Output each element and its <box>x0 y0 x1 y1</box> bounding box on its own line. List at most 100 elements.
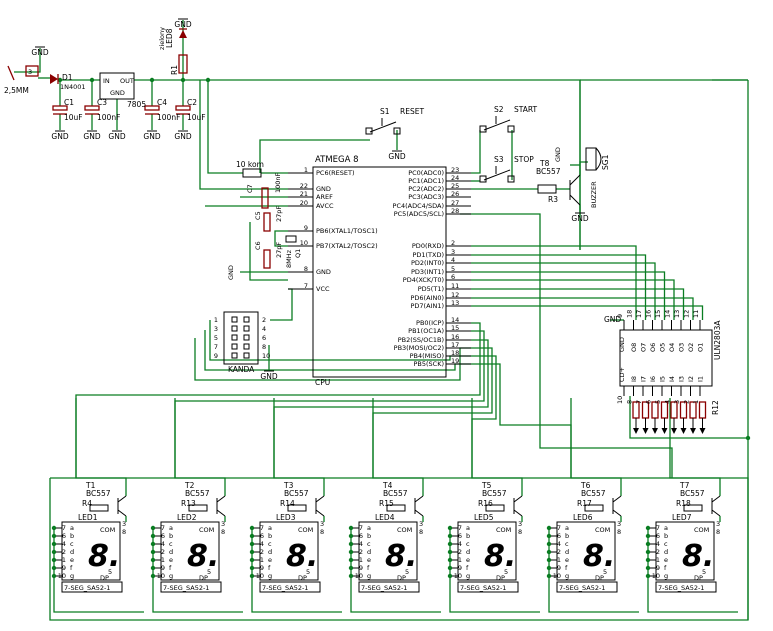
digit-seg-num: 2 <box>161 548 165 556</box>
digit-part: 7-SEG_SA52-1 <box>658 584 704 592</box>
kanda-pin-right: 8 <box>262 343 266 351</box>
uln-in-label: I4 <box>668 376 676 382</box>
digit-seg-name: c <box>664 540 668 548</box>
digit-seg-name: d <box>466 548 470 556</box>
kanda-pad <box>231 316 238 323</box>
digit-seg-num: 1 <box>359 556 363 564</box>
digit-seg-bus <box>548 528 639 613</box>
c7-body <box>261 187 269 209</box>
digit-seg-name: b <box>367 532 371 540</box>
uln-out-label: O7 <box>640 343 648 352</box>
diode-part: 1N4001 <box>60 83 86 91</box>
r12-arrow <box>680 428 687 434</box>
digit-seg-num: 1 <box>557 556 561 564</box>
reg-part: 7805 <box>127 100 146 109</box>
xtal-wires <box>274 230 288 247</box>
kanda-pad <box>231 334 238 341</box>
digit-seg-name: c <box>367 540 371 548</box>
q1-val: 8MHz <box>285 249 293 268</box>
pd-bus-wire <box>471 271 666 320</box>
r12-arrow <box>671 428 677 434</box>
digit-transistor-name: T4 <box>382 481 393 490</box>
mcu-right-pin-name: PC4(ADC4/SDA) <box>393 202 444 210</box>
digit-seg-num: 10 <box>256 572 264 580</box>
kanda-pin-left: 3 <box>214 325 218 333</box>
digit-seg-num: 4 <box>260 540 264 548</box>
digit-pin3: 3 <box>419 520 423 528</box>
digit-ctrl-wire <box>75 322 481 478</box>
digit-seg-name: c <box>70 540 74 548</box>
digit-part-frame <box>556 581 618 593</box>
uln-gnd-pin: GND <box>618 337 626 352</box>
digit-seg-num: 9 <box>161 564 165 572</box>
mcu-right-pin-name: PD2(INT0) <box>411 259 444 267</box>
mcu-right-pin-name: PB2(SS/OC1B) <box>398 336 444 344</box>
uln-in-label: I1 <box>697 376 705 382</box>
buzzer-horn <box>595 147 602 171</box>
clock-gnd-wire <box>249 222 288 281</box>
uln-in-label: I7 <box>640 376 648 382</box>
uln-top-num: 13 <box>673 310 681 318</box>
c6-label: C6 <box>254 241 262 250</box>
digit-seg-num: 10 <box>58 572 66 580</box>
digit-seg-name: e <box>466 556 470 564</box>
digit-part-frame <box>61 581 123 593</box>
digit-seg-num: 1 <box>656 556 660 564</box>
digit-transistor-collector <box>612 495 622 503</box>
r12-arrow <box>652 428 658 434</box>
c2-val: 10uF <box>187 113 206 122</box>
buzzer-gnd-label: GND <box>571 214 588 223</box>
kanda-pad <box>243 316 250 323</box>
digit-seg-name: d <box>664 548 668 556</box>
mcu-left-pin-num: 8 <box>304 265 308 273</box>
digit-dp: DP <box>496 574 505 582</box>
digit-ctrl-wire <box>273 339 489 478</box>
uln-bot-num: 3 <box>673 400 681 404</box>
uln-top-num: 9 <box>616 314 624 318</box>
s2-wire <box>471 130 481 174</box>
kanda-pin-left: 5 <box>214 334 218 342</box>
digit-transistor-collector <box>117 495 127 503</box>
c1-val: 10uF <box>64 113 83 122</box>
digit-transistor-emitter <box>117 509 127 517</box>
uln-out-label: O6 <box>649 343 657 352</box>
digit-transistor-emitter <box>216 509 226 517</box>
digit-base-resistor <box>89 504 109 512</box>
r12-arrow <box>661 428 668 434</box>
digit-seg-name: e <box>268 556 272 564</box>
mcu-left-pin-num: 21 <box>300 190 308 198</box>
digit-seg-name: f <box>169 564 172 572</box>
mcu-right-pin-num: 16 <box>451 333 459 341</box>
mcu-right-pin-name: PB3(MOSI/OC2) <box>394 344 444 352</box>
digit-seg-name: f <box>565 564 568 572</box>
kanda-pad <box>231 325 238 332</box>
pd-bus-wire <box>471 305 704 320</box>
digit-seg-num: 7 <box>656 524 660 532</box>
mcu-right-pin-name: PD0(RXD) <box>412 242 444 250</box>
reset-to-s1 <box>259 139 370 173</box>
digit-pin5: 5 <box>306 568 310 576</box>
digit-ctrl-wire <box>471 363 572 478</box>
c6-body <box>263 249 271 269</box>
digit-seg-name: e <box>169 556 173 564</box>
digit-seg-name: d <box>169 548 173 556</box>
uln-bot-num: 6 <box>645 400 653 404</box>
pd-bus-wire <box>471 279 675 320</box>
digit-pin5: 5 <box>207 568 211 576</box>
gnd-bus-left <box>199 80 288 190</box>
digit-seg-bus <box>647 528 738 613</box>
kanda-pad <box>231 343 238 350</box>
mcu-left-pin-name: PB6(XTAL1/TOSC1) <box>316 227 378 235</box>
mcu-right-pin-num: 23 <box>451 166 459 174</box>
led8-label: LED8 <box>165 28 174 48</box>
kanda-pad <box>243 352 250 359</box>
digit-seg-num: 9 <box>62 564 66 572</box>
digit-seg-num: 10 <box>157 572 165 580</box>
digit-seg-num: 10 <box>454 572 462 580</box>
pd-bus-wire <box>471 262 656 320</box>
digit-glyph: 8. <box>484 539 516 574</box>
digit-transistor-part: BC557 <box>482 489 507 498</box>
mcu-right-pin-name: PC0(ADC0) <box>408 169 444 177</box>
digit-seg-name: c <box>466 540 470 548</box>
s3-pad-r <box>507 175 515 183</box>
